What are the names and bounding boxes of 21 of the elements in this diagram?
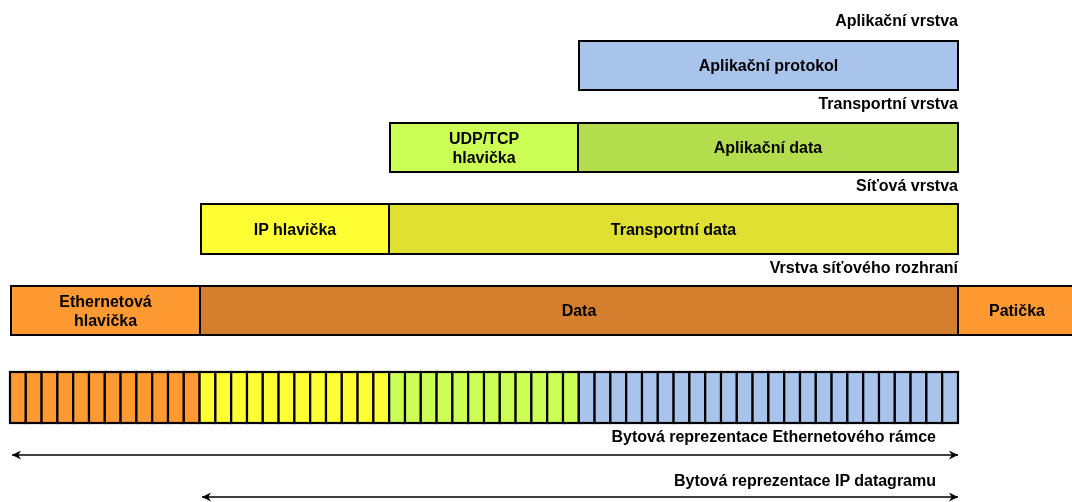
data-box — [388, 203, 959, 255]
box-label: Aplikační data — [713, 138, 823, 157]
box-label: Aplikační protokol — [698, 56, 839, 75]
box-label: Ethernetová hlavička — [58, 291, 153, 330]
header-box — [200, 203, 390, 255]
data-box — [577, 122, 959, 173]
trailer-box — [957, 285, 1072, 336]
box-label: UDP/TCP hlavička — [447, 128, 521, 167]
box-label: Patička — [988, 301, 1045, 320]
layer-title: Síťová vrstva — [856, 177, 958, 195]
box-label: IP hlavička — [253, 219, 337, 239]
data-box — [199, 285, 959, 336]
box-label: Data — [561, 301, 597, 320]
header-box — [10, 285, 201, 336]
box-label: Transportní data — [610, 219, 737, 239]
layer-title: Transportní vrstva — [818, 95, 958, 113]
dimension-label: Bytová reprezentace IP datagramu — [673, 472, 936, 490]
layer-title: Vrstva síťového rozhraní — [769, 259, 958, 277]
dimension-label: Bytová reprezentace Ethernetového rámce — [611, 428, 936, 446]
header-box — [389, 122, 579, 173]
protocol-box — [578, 40, 959, 91]
